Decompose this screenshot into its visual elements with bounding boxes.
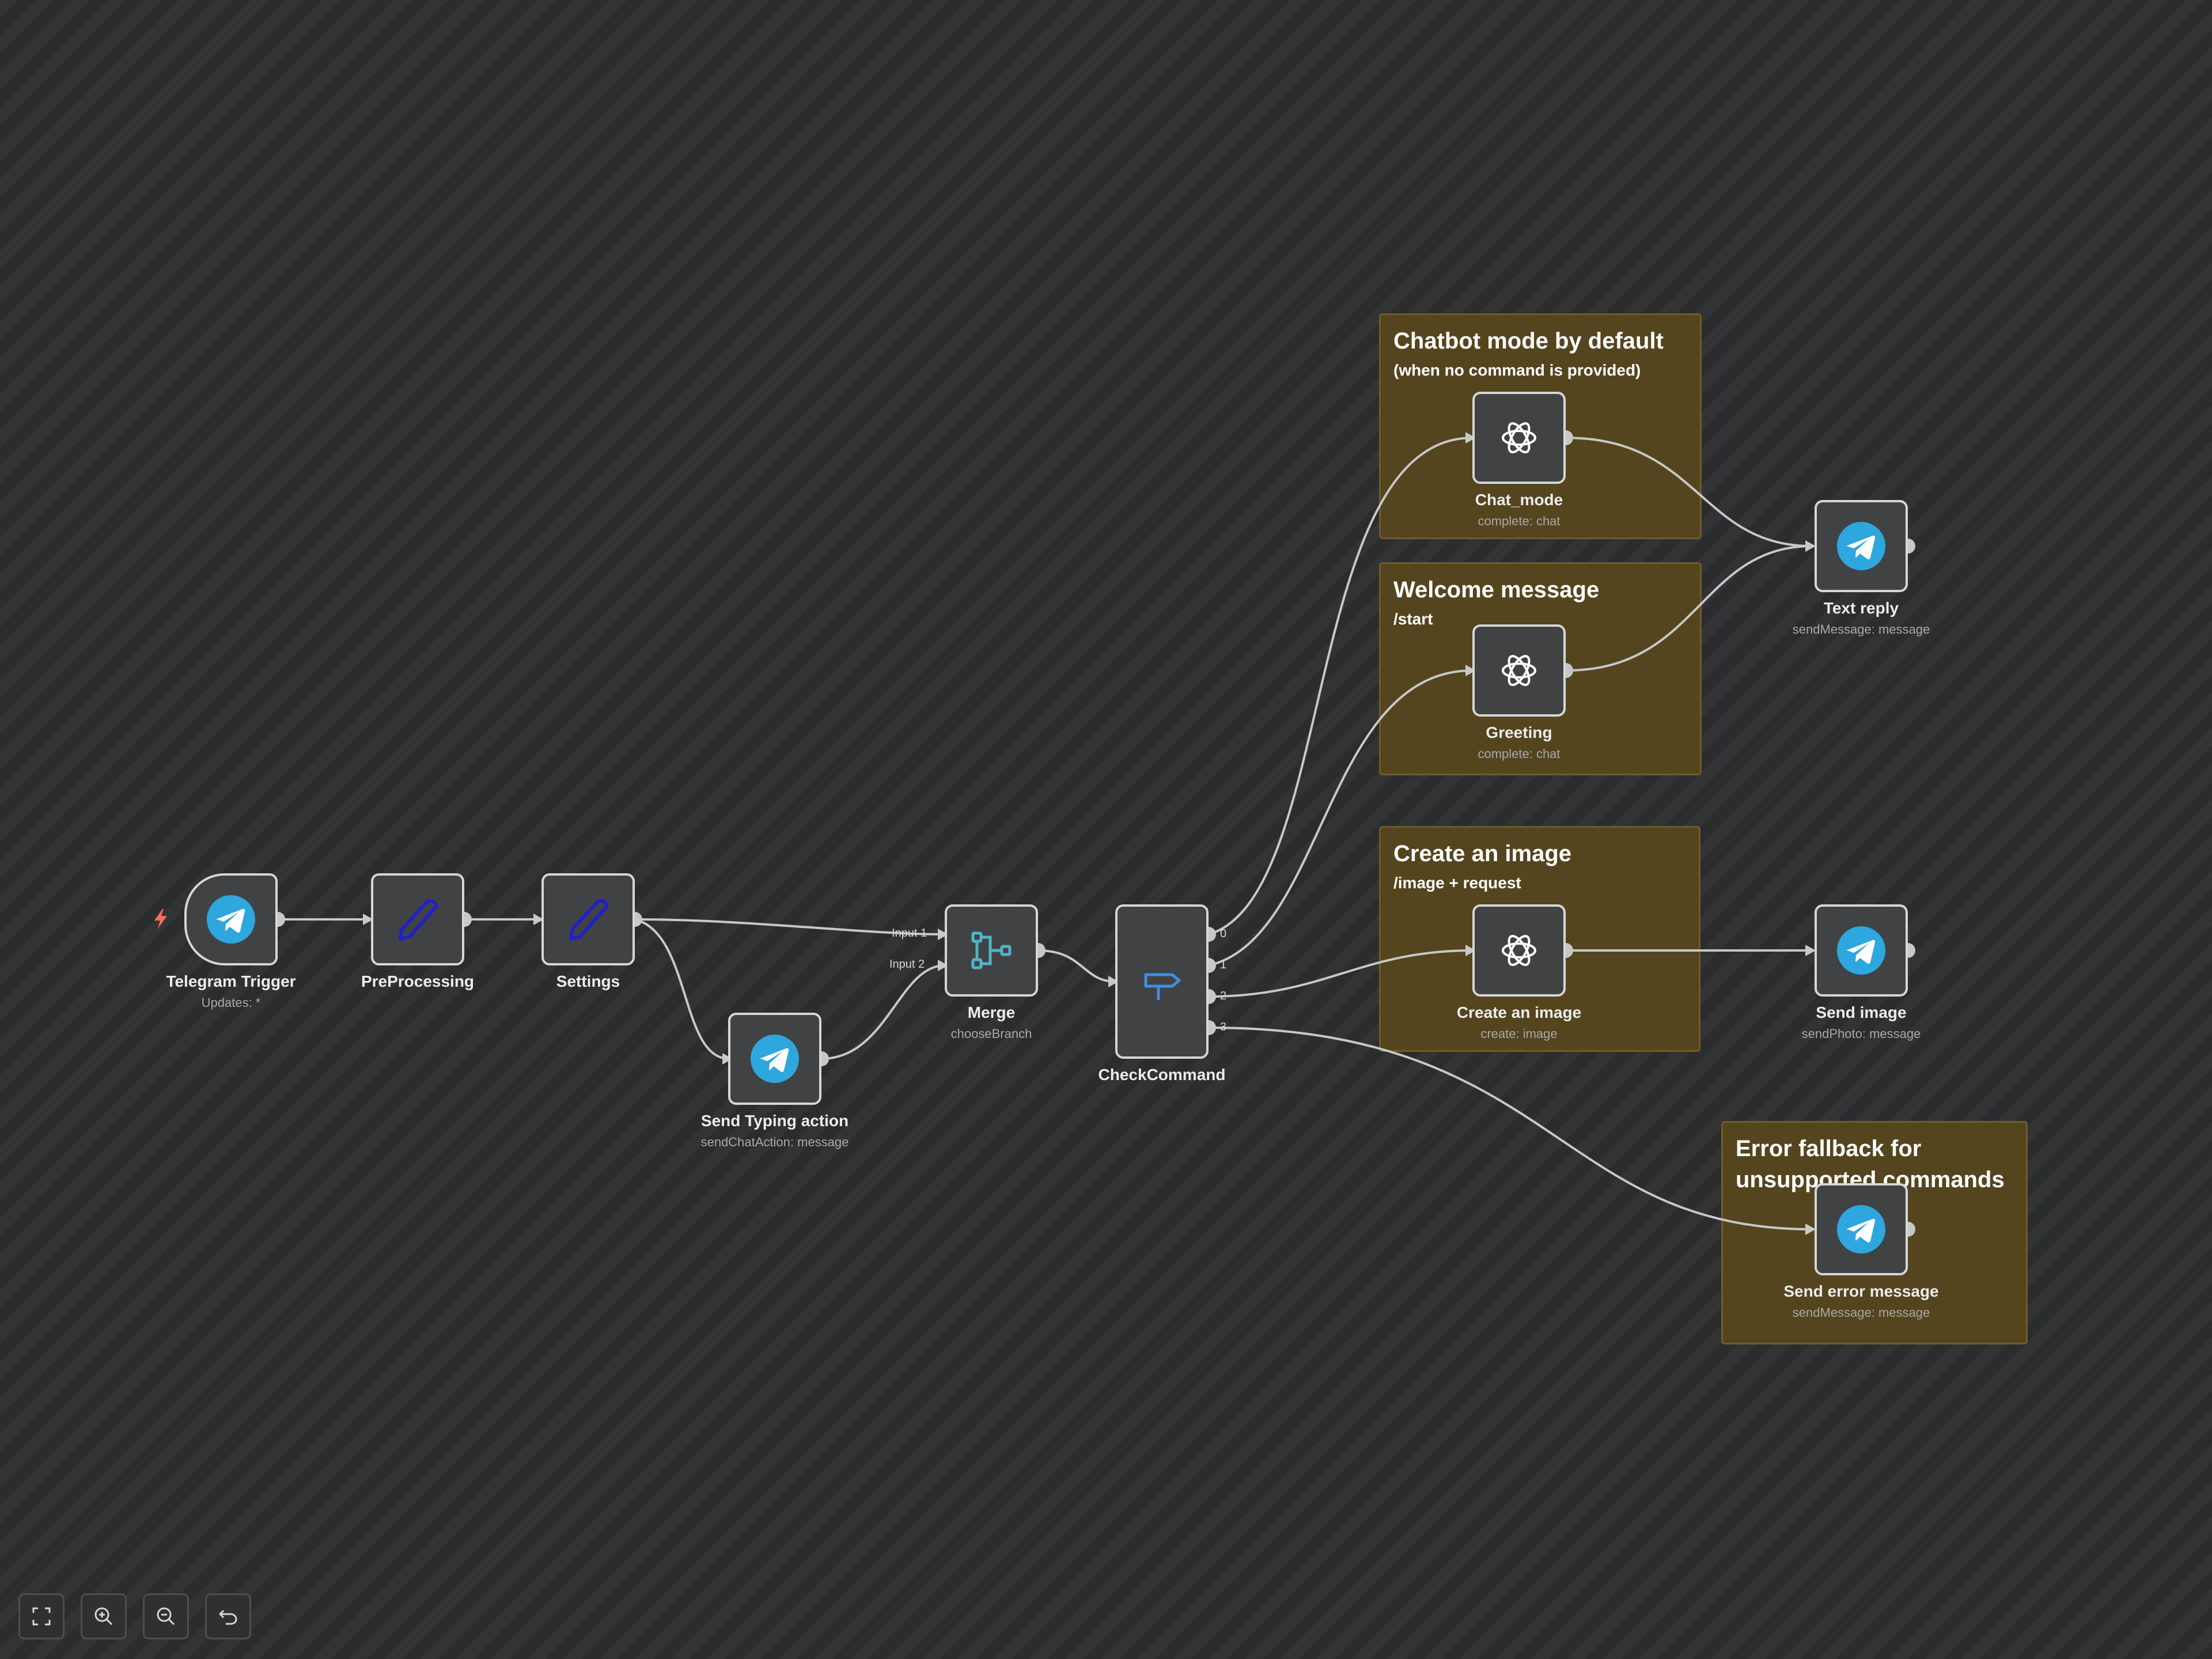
node-label: Telegram Trigger <box>166 972 296 990</box>
edge-settings-typing <box>634 918 730 1060</box>
arrowhead <box>1465 945 1476 956</box>
zoom-out-button[interactable] <box>143 1593 189 1639</box>
arrowhead <box>1465 432 1476 444</box>
node-greeting[interactable] <box>1472 624 1566 717</box>
pencil-icon <box>399 899 438 941</box>
openai-icon <box>1502 655 1536 686</box>
edge-merge-check <box>1037 949 1116 983</box>
sticky-title: Chatbot mode by default <box>1393 328 1664 354</box>
node-preprocessing[interactable] <box>371 873 464 965</box>
node-send-error-message[interactable] <box>1815 1183 1908 1275</box>
undo-icon <box>219 1609 237 1625</box>
edge-greeting-textreply <box>1565 545 1813 672</box>
output-label-2: 2 <box>1220 990 1227 1002</box>
zoom-in-button[interactable] <box>81 1593 127 1639</box>
fit-view-button[interactable] <box>18 1593 65 1639</box>
edge-settings-merge <box>634 918 945 935</box>
node-create-image[interactable] <box>1472 904 1566 997</box>
node-subtitle: complete: chat <box>1478 514 1560 528</box>
sticky-title: Error fallback for unsupported commands <box>1736 1136 2005 1192</box>
node-label: Send image <box>1816 1003 1907 1021</box>
edge-check-greeting <box>1208 669 1473 967</box>
node-label: Settings <box>556 972 620 990</box>
node-label: Send error message <box>1783 1282 1939 1300</box>
output-label-0: 0 <box>1220 927 1227 940</box>
zoom-in-icon <box>94 1607 113 1626</box>
output-label-1: 1 <box>1220 959 1227 971</box>
merge-icon <box>971 931 1012 969</box>
telegram-icon <box>207 895 255 944</box>
fullscreen-icon <box>32 1607 51 1626</box>
node-settings[interactable] <box>541 873 635 965</box>
openai-icon <box>1502 422 1536 453</box>
sticky-subtitle: (when no command is provided) <box>1393 361 1641 379</box>
edge-check-chatmode <box>1208 437 1473 935</box>
sticky-note-error[interactable]: Error fallback for unsupported commands <box>1721 1121 2028 1344</box>
arrowhead <box>1465 665 1476 676</box>
arrowhead <box>938 929 948 940</box>
arrowhead <box>1805 1224 1816 1235</box>
node-subtitle: complete: chat <box>1478 747 1560 761</box>
edge-chatmode-textreply <box>1565 437 1813 547</box>
node-label: CheckCommand <box>1098 1066 1226 1084</box>
node-label: Send Typing action <box>700 1112 849 1130</box>
node-label: PreProcessing <box>361 972 475 990</box>
node-chat-mode[interactable] <box>1472 392 1566 484</box>
arrowhead <box>938 960 948 971</box>
arrowhead <box>722 1053 733 1065</box>
openai-icon <box>1502 935 1536 966</box>
node-subtitle: sendChatAction: message <box>700 1135 849 1149</box>
node-subtitle: Updates: * <box>201 995 261 1010</box>
merge-input-2-label: Input 2 <box>889 958 925 971</box>
node-label: Chat_mode <box>1475 491 1563 509</box>
sticky-subtitle: /image + request <box>1393 874 1521 892</box>
node-label: Greeting <box>1486 724 1552 741</box>
arrowhead <box>363 914 373 925</box>
arrowhead <box>1805 540 1816 552</box>
telegram-icon <box>1837 1205 1885 1253</box>
node-merge[interactable] <box>945 904 1038 997</box>
telegram-icon <box>751 1035 799 1083</box>
arrowhead <box>1108 976 1119 987</box>
edge-check-error <box>1208 1027 1813 1230</box>
sticky-subtitle: /start <box>1393 610 1433 628</box>
output-label-3: 3 <box>1220 1021 1227 1033</box>
sticky-title: Welcome message <box>1393 577 1600 603</box>
arrowhead <box>533 914 544 925</box>
node-subtitle: create: image <box>1480 1027 1558 1041</box>
node-send-typing-action[interactable] <box>728 1013 821 1105</box>
node-label: Merge <box>967 1003 1016 1021</box>
node-text-reply[interactable] <box>1815 500 1908 592</box>
telegram-icon <box>1837 926 1885 975</box>
sticky-title: Create an image <box>1393 841 1572 866</box>
trigger-bolt-icon <box>154 909 167 929</box>
edge-typing-merge <box>821 964 945 1060</box>
arrowhead <box>1805 945 1816 956</box>
zoom-out-icon <box>157 1607 175 1626</box>
undo-button[interactable] <box>205 1593 251 1639</box>
telegram-icon <box>1837 522 1885 570</box>
edge-check-createimage <box>1208 949 1473 998</box>
node-label: Text reply <box>1823 599 1899 617</box>
merge-input-1-label: Input 1 <box>892 927 927 940</box>
node-telegram-trigger[interactable] <box>184 873 278 965</box>
signpost-icon <box>1144 973 1181 1000</box>
pencil-icon <box>569 899 608 941</box>
node-subtitle: chooseBranch <box>950 1027 1032 1041</box>
node-subtitle: sendPhoto: message <box>1801 1027 1921 1041</box>
node-send-image[interactable] <box>1815 904 1908 997</box>
node-subtitle: sendMessage: message <box>1792 1305 1930 1320</box>
node-label: Create an image <box>1456 1003 1582 1021</box>
node-check-command[interactable] <box>1115 904 1209 1059</box>
node-subtitle: sendMessage: message <box>1792 622 1930 637</box>
